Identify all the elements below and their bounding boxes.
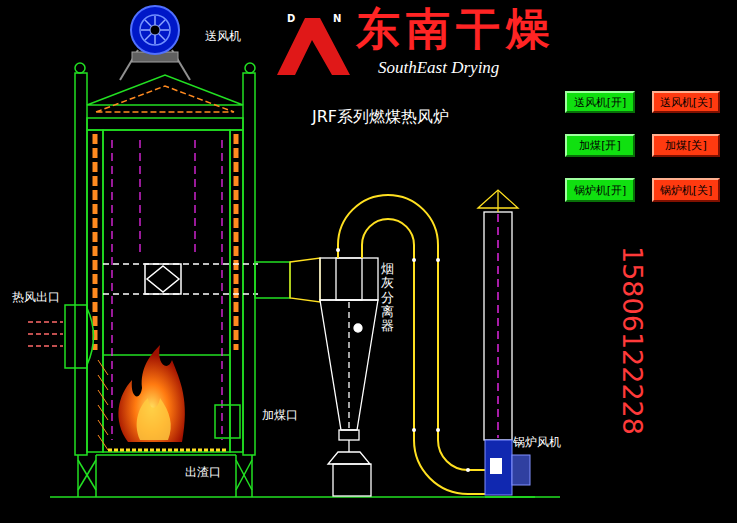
furnace-body (50, 63, 560, 497)
button-label: 锅炉机[开] (574, 183, 627, 198)
button-label: 锅炉机[关] (660, 183, 713, 198)
button-label: 加煤[开] (579, 138, 621, 153)
diagram-title: JRF系列燃煤热风炉 (312, 108, 449, 126)
control-button: 送风机[关] (652, 91, 720, 113)
flue-pipe (338, 195, 485, 494)
button-label: 送风机[关] (660, 95, 713, 110)
phone-number: 15806122228 (619, 246, 646, 435)
part-label: 出渣口 (185, 466, 221, 480)
control-button: 加煤[开] (565, 134, 635, 157)
cyclone-separator (290, 258, 378, 496)
blower-symbol (120, 6, 190, 80)
button-label: 送风机[开] (574, 95, 627, 110)
control-button: 锅炉机[关] (652, 178, 720, 202)
control-button: 送风机[开] (565, 91, 635, 113)
control-button: 加煤[关] (652, 134, 720, 157)
part-label: 热风出口 (12, 291, 60, 305)
chimney (478, 190, 518, 440)
part-label: 加煤口 (262, 409, 298, 423)
control-button: 锅炉机[开] (565, 178, 635, 202)
hot-air-arrow (28, 322, 63, 346)
part-label: 烟灰分离器 (381, 262, 394, 333)
flame (118, 345, 184, 442)
brand-name: 东南干燥 (356, 4, 556, 55)
logo-letter: N (333, 13, 341, 25)
pipe-joints (336, 248, 470, 472)
logo-mark (277, 18, 350, 75)
part-label: 送风机 (205, 30, 241, 44)
button-label: 加煤[关] (665, 138, 707, 153)
brand-slogan: SouthEast Drying (378, 58, 499, 78)
part-label: 锅炉风机 (513, 436, 561, 450)
logo-letter: D (287, 13, 295, 25)
